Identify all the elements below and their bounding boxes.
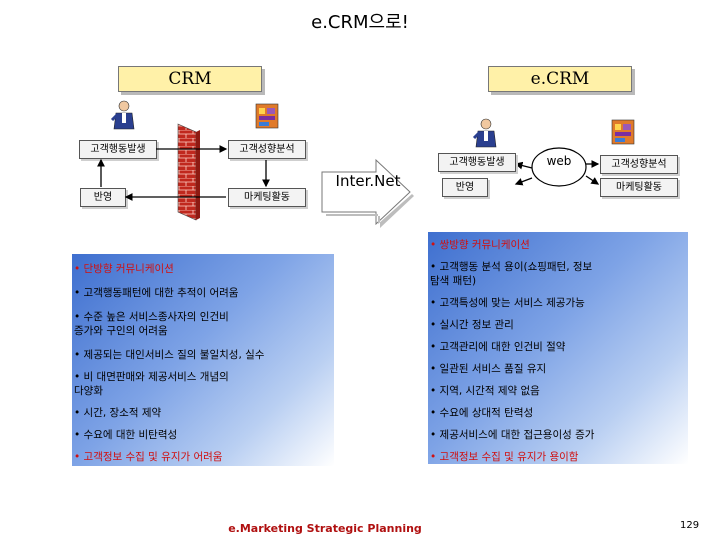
ecrm-marketing-box: 마케팅활동 bbox=[600, 178, 678, 197]
list-item: • 고객행동 분석 용이(쇼핑패턴, 정보 탐색 패턴) bbox=[430, 261, 593, 287]
list-item: • 고객정보 수집 및 유지가 용이함 bbox=[430, 451, 579, 463]
list-item: • 고객관리에 대한 인건비 절약 bbox=[430, 341, 566, 353]
crm-bullet-list: • 단방향 커뮤니케이션 • 고객행동패턴에 대한 추적이 어려움 • 수준 높… bbox=[74, 262, 340, 464]
page-title: e.CRM으로! bbox=[311, 12, 409, 33]
list-item: • 지역, 시간적 제약 없음 bbox=[430, 385, 540, 397]
customer-person-icon bbox=[110, 100, 135, 130]
list-item: • 수요에 상대적 탄력성 bbox=[430, 407, 534, 419]
ecrm-bullet-list: • 쌍방향 커뮤니케이션 • 고객행동 분석 용이(쇼핑패턴, 정보 탐색 패턴… bbox=[430, 238, 692, 464]
internet-label: Inter.Net bbox=[335, 172, 401, 190]
data-analysis-icon bbox=[611, 119, 635, 145]
list-item: • 수준 높은 서비스종사자의 인건비 증가와 구인의 어려움 bbox=[74, 311, 229, 337]
list-item: • 고객정보 수집 및 유지가 어려움 bbox=[74, 451, 223, 463]
crm-bullet-panel bbox=[72, 254, 334, 466]
internet-arrow-icon bbox=[321, 158, 414, 228]
list-item: • 제공서비스에 대한 접근용이성 증가 bbox=[430, 429, 595, 441]
customer-person-icon bbox=[472, 118, 497, 148]
list-item: • 시간, 장소적 제약 bbox=[74, 407, 162, 419]
ecrm-behavior-box: 고객행동발생 bbox=[438, 153, 516, 172]
crm-analysis-box: 고객성향분석 bbox=[228, 140, 306, 159]
ecrm-bullet-panel bbox=[428, 232, 688, 464]
ecrm-reflect-box: 반영 bbox=[442, 178, 488, 197]
list-item: • 제공되는 대인서비스 질의 불일치성, 실수 bbox=[74, 349, 265, 361]
list-item: • 쌍방향 커뮤니케이션 bbox=[430, 239, 530, 251]
crm-marketing-box: 마케팅활동 bbox=[228, 188, 306, 207]
list-item: • 수요에 대한 비탄력성 bbox=[74, 429, 178, 441]
list-item: • 고객행동패턴에 대한 추적이 어려움 bbox=[74, 287, 239, 299]
list-item: • 일관된 서비스 품질 유지 bbox=[430, 363, 547, 375]
crm-behavior-box: 고객행동발생 bbox=[79, 140, 157, 159]
list-item: • 비 대면판매와 제공서비스 개념의 다양화 bbox=[74, 371, 229, 397]
list-item: • 단방향 커뮤니케이션 bbox=[74, 263, 174, 275]
ecrm-analysis-box: 고객성향분석 bbox=[600, 155, 678, 174]
ecrm-header: e.CRM bbox=[488, 66, 632, 92]
list-item: • 고객특성에 맞는 서비스 제공가능 bbox=[430, 297, 585, 309]
crm-header: CRM bbox=[118, 66, 262, 92]
web-label: web bbox=[546, 154, 572, 168]
list-item: • 실시간 정보 관리 bbox=[430, 319, 514, 331]
page-number: 129 bbox=[680, 520, 700, 531]
data-analysis-icon bbox=[255, 103, 279, 129]
footer-title: e.Marketing Strategic Planning bbox=[228, 522, 422, 535]
web-ellipse bbox=[531, 147, 587, 187]
